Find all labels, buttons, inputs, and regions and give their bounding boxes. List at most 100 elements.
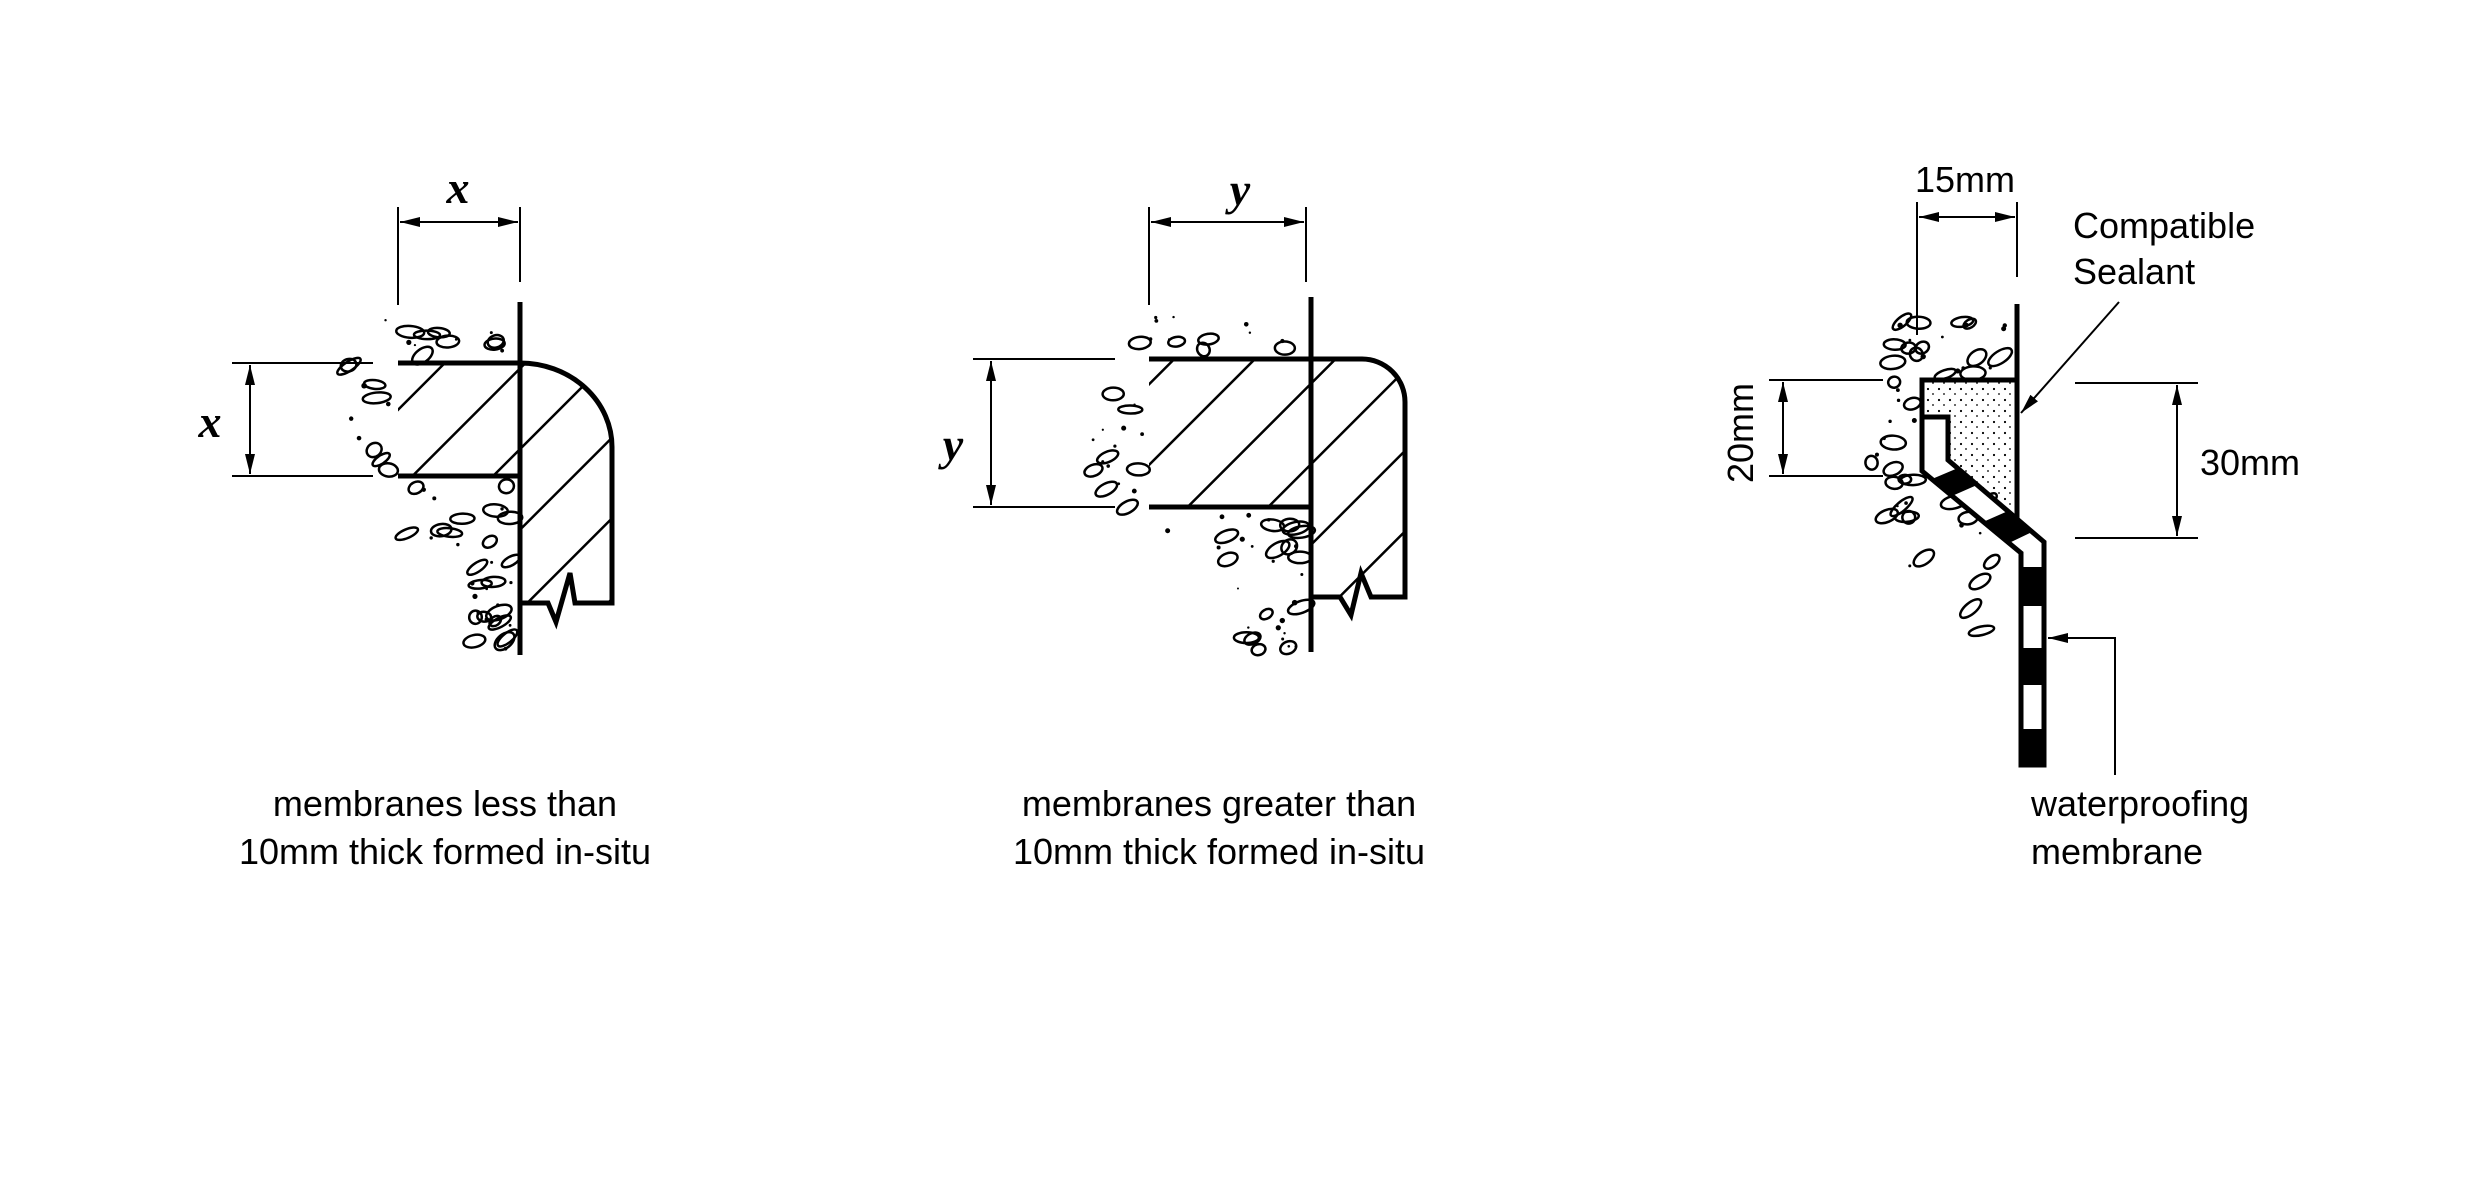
aggregate-stone [1962, 317, 1978, 330]
aggregate-stone [1889, 495, 1914, 518]
aggregate-dot [413, 343, 417, 347]
aggregate-stone [1286, 598, 1316, 616]
aggregate-dot [1216, 545, 1221, 550]
aggregate-stone [481, 534, 499, 549]
aggregate-stone [1094, 480, 1119, 498]
aggregate-dot [1874, 452, 1879, 457]
aggregate-stone [1278, 517, 1301, 533]
aggregate-dot [456, 542, 460, 547]
aggregate-dot [1279, 617, 1286, 624]
aggregate-stone [1280, 538, 1299, 556]
aggregate-stone [407, 480, 425, 496]
aggregate-dot [485, 587, 489, 591]
aggregate-stone [377, 462, 400, 478]
aggregate-stone [466, 558, 489, 576]
caption-line-2: 10mm thick formed in-situ [1013, 831, 1425, 872]
membrane-leader-arrow [2048, 633, 2116, 775]
aggregate-dot [1275, 625, 1281, 631]
aggregate-stone [1908, 346, 1925, 363]
aggregate-stone [467, 578, 493, 590]
aggregate-stone [476, 610, 493, 623]
aggregate-dot [1978, 531, 1982, 535]
aggregate-dot [1140, 432, 1145, 437]
diagram-sealant-chase-detail: 15mm Compatible Sealant 20mm 30mm waterp… [1720, 159, 2300, 872]
aggregate-stone [1864, 454, 1879, 471]
aggregate-stone [462, 633, 487, 649]
sealant-label-line-1: Compatible [2073, 205, 2255, 246]
aggregate-dot [1961, 366, 1966, 370]
aggregate-dot [429, 536, 433, 540]
aggregate-texture [1083, 315, 1317, 657]
aggregate-dot [1283, 632, 1286, 635]
aggregate-dot [1897, 322, 1903, 329]
aggregate-dot [1896, 398, 1901, 403]
aggregate-dot [1113, 444, 1117, 448]
aggregate-stone [467, 609, 484, 626]
aggregate-dot [1117, 482, 1121, 486]
aggregate-dot [384, 319, 387, 322]
aggregate-dot [1219, 514, 1225, 520]
aggregate-dot [1165, 528, 1171, 534]
membrane-stripes [1932, 468, 2044, 765]
membrane-fillet-hatch [1149, 359, 1405, 615]
aggregate-dot [1248, 331, 1252, 334]
aggregate-dot [1101, 460, 1105, 464]
aggregate-stone [480, 575, 507, 589]
aggregate-dot [1904, 501, 1908, 505]
aggregate-dot [1131, 488, 1137, 494]
dimension-label-right: 30mm [2200, 442, 2300, 483]
aggregate-stone [1982, 553, 2001, 571]
aggregate-dot [1172, 315, 1175, 319]
aggregate-dot [490, 560, 494, 564]
aggregate-dot [385, 401, 391, 407]
aggregate-stone [483, 337, 506, 351]
aggregate-stone [1884, 475, 1904, 491]
aggregate-stone [1879, 354, 1907, 371]
membrane-fillet-outline [398, 360, 615, 630]
aggregate-stone [1264, 539, 1291, 560]
aggregate-stone [1273, 340, 1297, 356]
aggregate-stone [482, 502, 510, 519]
caption-line-2: membrane [2031, 831, 2203, 872]
aggregate-dot [1266, 518, 1271, 522]
aggregate-stone [394, 526, 420, 542]
aggregate-stone [1250, 642, 1267, 657]
dimension-label-left: x [198, 396, 222, 447]
aggregate-stone [449, 512, 476, 526]
aggregate-dot [489, 331, 493, 335]
aggregate-stone [1958, 598, 1983, 620]
caption-line-1: membranes less than [273, 783, 617, 824]
aggregate-stone [1966, 347, 1988, 368]
aggregate-dot [1888, 419, 1892, 424]
aggregate-stone [1197, 332, 1220, 346]
aggregate-stone [1874, 507, 1900, 525]
dimension-label-top: 15mm [1915, 159, 2015, 200]
aggregate-stone [1232, 630, 1261, 645]
aggregate-dot [1236, 587, 1239, 590]
dimension-label-top: x [446, 162, 470, 213]
aggregate-stone [1115, 498, 1140, 516]
aggregate-stone [486, 333, 506, 349]
aggregate-dot [1154, 318, 1159, 323]
aggregate-dot [1247, 626, 1250, 629]
aggregate-stone [361, 391, 392, 405]
aggregate-dot [1908, 564, 1912, 568]
aggregate-stone [435, 334, 461, 349]
aggregate-stone [436, 526, 464, 539]
caption-line-1: membranes greater than [1022, 783, 1416, 824]
membrane-fillet-hatch [398, 363, 612, 622]
aggregate-dot [2001, 326, 2007, 332]
aggregate-stone [1095, 449, 1120, 465]
sealant-leader-arrow [2020, 301, 2120, 414]
aggregate-stone [493, 630, 516, 652]
aggregate-stone [412, 329, 442, 341]
diagram-membrane-greater-than-10mm: y y membranes greater than 10mm thick fo… [938, 164, 1425, 872]
aggregate-stone [1950, 315, 1975, 329]
aggregate-stone [1968, 572, 1992, 591]
aggregate-dot [508, 623, 512, 627]
aggregate-dot [348, 416, 354, 421]
aggregate-dot [1896, 504, 1899, 508]
aggregate-dot [1246, 512, 1252, 518]
aggregate-dot [1220, 531, 1223, 534]
